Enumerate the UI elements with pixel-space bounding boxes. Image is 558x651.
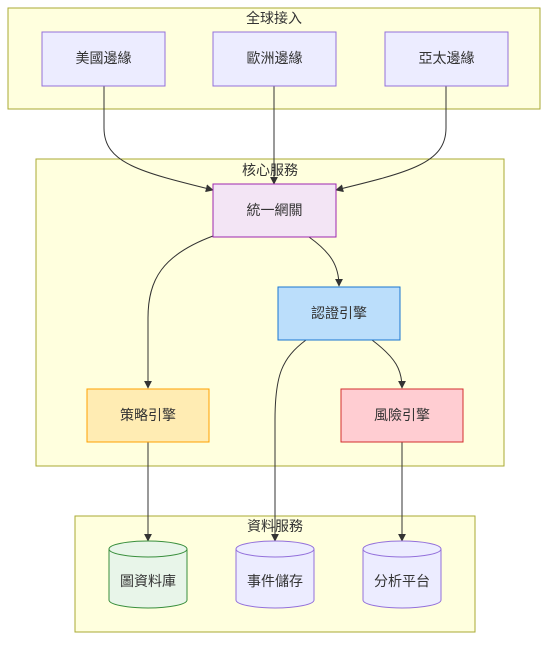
node-label: 認證引擎 [311,305,367,322]
node-auth-engine[interactable]: 認證引擎 [277,286,401,341]
node-box [212,183,337,238]
cylinder-shape [362,540,442,609]
node-box [384,31,509,87]
edge-auth-to-events [271,339,307,542]
edge-ap-to-gateway [335,86,447,193]
edge-gateway-to-auth [308,236,343,287]
node-graph-database[interactable]: 圖資料庫 [108,540,188,609]
node-label: 統一網關 [247,203,303,219]
node-box [277,286,401,341]
node-label: 圖資料庫 [120,573,176,590]
cylinder-shape [235,540,315,609]
node-label: 亞太邊緣 [419,51,475,67]
node-box [340,388,464,443]
cylinder-shape [108,540,188,609]
cylinder-top [235,548,315,558]
node-label: 策略引擎 [120,407,176,424]
node-analytics-platform[interactable]: 分析平台 [362,540,442,609]
node-label: 美國邊緣 [76,51,132,67]
node-label: 歐洲邊緣 [247,51,303,67]
node-label: 事件儲存 [247,574,303,590]
edges [103,86,447,542]
node-event-store[interactable]: 事件儲存 [235,540,315,609]
node-box [41,31,166,87]
node-box [212,31,337,87]
node-eu-edge[interactable]: 歐洲邊緣 [212,31,337,87]
node-policy-engine[interactable]: 策略引擎 [86,388,210,443]
node-label: 風險引擎 [374,408,430,424]
cluster-label: 核心服務 [242,163,298,179]
node-risk-engine[interactable]: 風險引擎 [340,388,464,443]
edge-us-to-gateway [103,86,214,193]
edge-auth-to-risk [371,339,406,389]
cluster-label: 全球接入 [246,10,302,27]
node-unified-gateway[interactable]: 統一網關 [212,183,337,238]
cylinder-top [108,548,188,558]
node-us-edge[interactable]: 美國邊緣 [41,31,166,87]
node-label: 分析平台 [374,574,430,590]
cylinder-top [362,548,442,558]
node-box [86,388,210,443]
node-apac-edge[interactable]: 亞太邊緣 [384,31,509,87]
edge-gateway-to-policy [144,235,214,389]
